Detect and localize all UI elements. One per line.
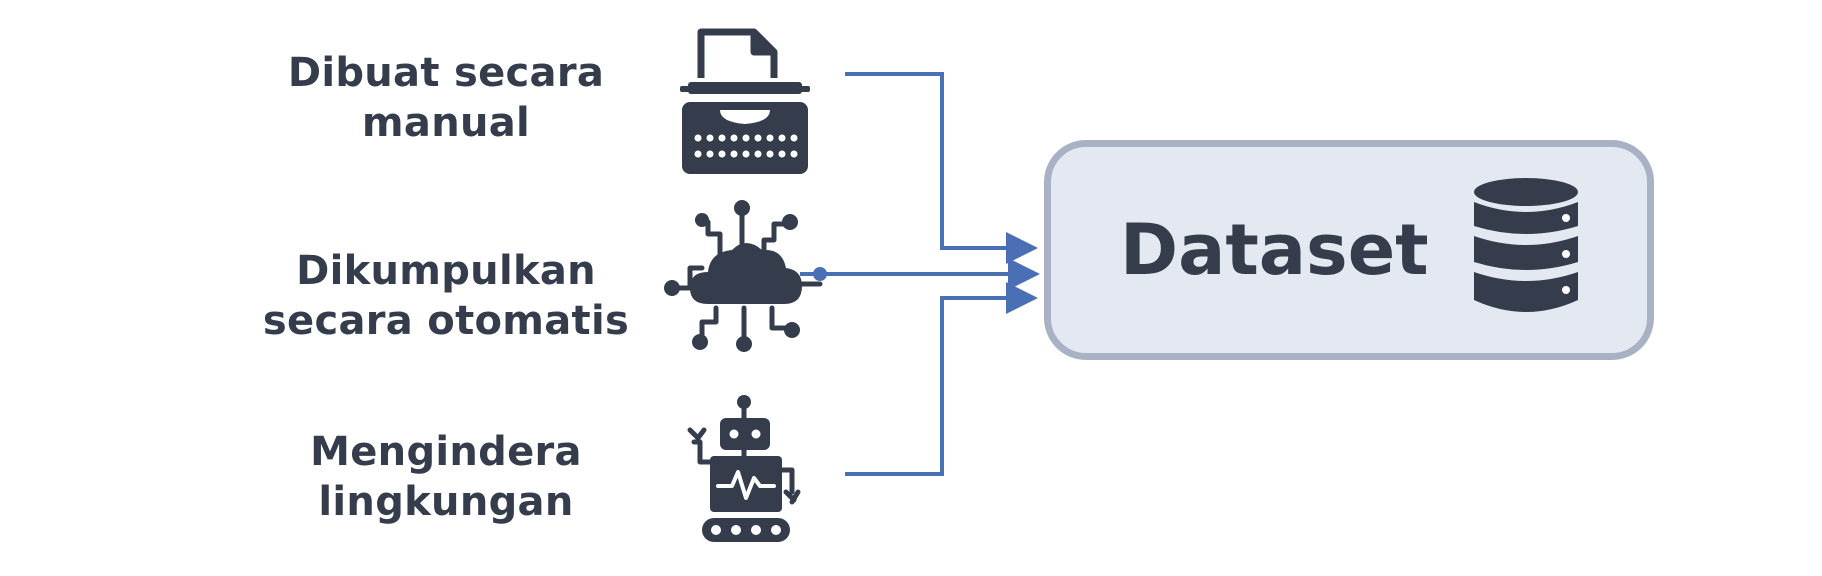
source-label-automatic: Dikumpulkan secara otomatis xyxy=(236,246,656,346)
source-label-automatic-line2: secara otomatis xyxy=(262,298,630,344)
dataset-label: Dataset xyxy=(1120,209,1429,291)
source-label-manual: Dibuat secara manual xyxy=(236,48,656,148)
source-label-manual-line1: Dibuat secara xyxy=(287,50,605,96)
cloud-network-icon xyxy=(664,200,823,352)
source-label-sensing-line1: Mengindera xyxy=(310,429,582,475)
database-icon xyxy=(1474,178,1578,312)
arrow-manual xyxy=(845,72,1038,264)
source-label-sensing: Mengindera lingkungan xyxy=(236,427,656,527)
arrow-automatic-start-dot xyxy=(813,267,827,281)
robot-sensor-icon xyxy=(687,395,801,542)
source-label-sensing-line2: lingkungan xyxy=(318,479,574,525)
arrow-sensing xyxy=(845,282,1038,476)
source-label-manual-line2: manual xyxy=(361,100,531,146)
source-label-automatic-line1: Dikumpulkan xyxy=(296,248,596,294)
typewriter-icon xyxy=(680,28,810,174)
